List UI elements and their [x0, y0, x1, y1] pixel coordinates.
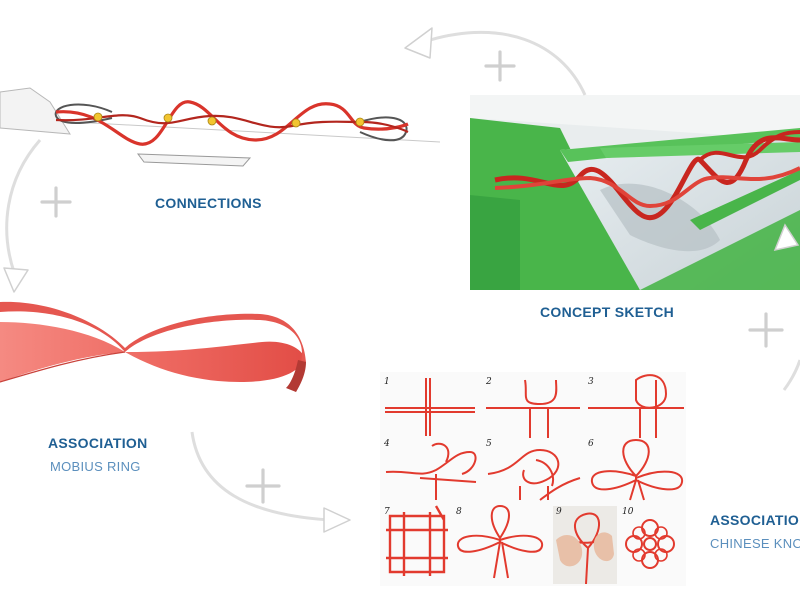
knot-association-label: ASSOCIATION	[710, 512, 800, 528]
connector-dot-icon	[164, 114, 172, 122]
connections-label: CONNECTIONS	[155, 195, 262, 211]
mobius-ring-illustration	[0, 302, 306, 392]
plus-icon	[750, 314, 782, 346]
knot-step-number: 1	[384, 377, 390, 387]
mobius-ring-label: MOBIUS RING	[50, 459, 141, 474]
arrow-heads	[4, 28, 432, 532]
bottom-plate	[138, 154, 250, 166]
curved-arrow-icon	[192, 432, 330, 520]
concept-sketch-render	[470, 95, 800, 290]
curved-arrow-icon	[430, 32, 585, 95]
plus-icon	[247, 470, 279, 502]
chinese-knot-label: CHINESE KNOT	[710, 536, 800, 551]
concept-sketch-label: CONCEPT SKETCH	[540, 304, 674, 320]
curved-arrow-icon	[784, 360, 800, 390]
curved-arrow-icon	[4, 268, 28, 292]
knot-step-number: 4	[383, 439, 390, 449]
knot-step-number: 5	[486, 439, 492, 449]
connector-dot-icon	[356, 118, 364, 126]
curved-arrow-icon	[405, 28, 432, 58]
knot-step-number: 6	[588, 439, 594, 449]
knot-step-number: 2	[485, 377, 492, 387]
connector-dot-icon	[292, 119, 300, 127]
connector-dot-icon	[94, 113, 102, 121]
knot-step-number: 3	[588, 377, 594, 387]
chinese-knot-steps: 1 2 3 4 5 6 7 8 9 10	[380, 372, 686, 586]
mobius-association-label: ASSOCIATION	[48, 435, 148, 451]
knot-step-number: 8	[456, 507, 462, 517]
curved-arrow-icon	[7, 140, 40, 272]
knot-step-number: 9	[556, 507, 562, 517]
curved-arrow-icon	[324, 508, 350, 532]
knot-step-number: 10	[622, 507, 634, 517]
connections-illustration	[0, 88, 440, 166]
plus-icon	[42, 188, 70, 216]
knot-step-number: 7	[384, 507, 390, 517]
plus-icon	[486, 52, 514, 80]
knot-step-9	[553, 506, 617, 584]
connector-dot-icon	[208, 117, 216, 125]
